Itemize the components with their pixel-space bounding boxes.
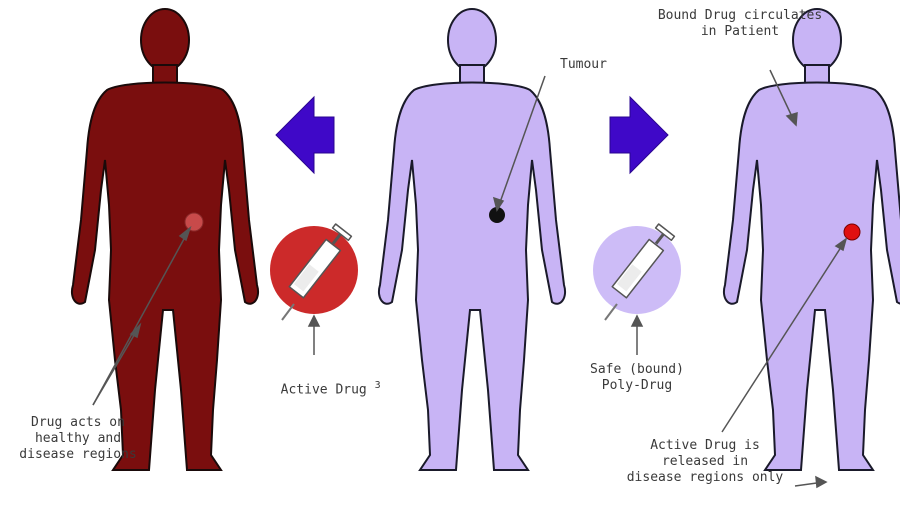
drug-acts-label: Drug acts on healthy and disease regions [8, 415, 148, 463]
right-arrow-icon [610, 97, 668, 173]
pointer-arrowhead [309, 316, 319, 326]
active-drug-text: Active Drug [281, 382, 367, 397]
safe-bound-label: Safe (bound) Poly-Drug [578, 362, 696, 394]
figure-affected-body [72, 9, 258, 470]
released-drug-marker [844, 224, 860, 240]
active-released-label: Active Drug is released in disease regio… [610, 438, 800, 486]
tumour-label: Tumour [560, 57, 607, 73]
left-arrow-icon [276, 97, 334, 173]
figure-treated-body [724, 9, 900, 470]
acting-region-marker [185, 213, 203, 231]
bound-circulates-label: Bound Drug circulates in Patient [640, 8, 840, 40]
active-drug-label: Active Drug 3 [265, 362, 381, 398]
pointer-arrowhead [632, 316, 642, 326]
figure-patient-body [379, 9, 565, 470]
active-drug-superscript: 3 [375, 380, 381, 391]
pointer-arrowhead [816, 477, 826, 487]
